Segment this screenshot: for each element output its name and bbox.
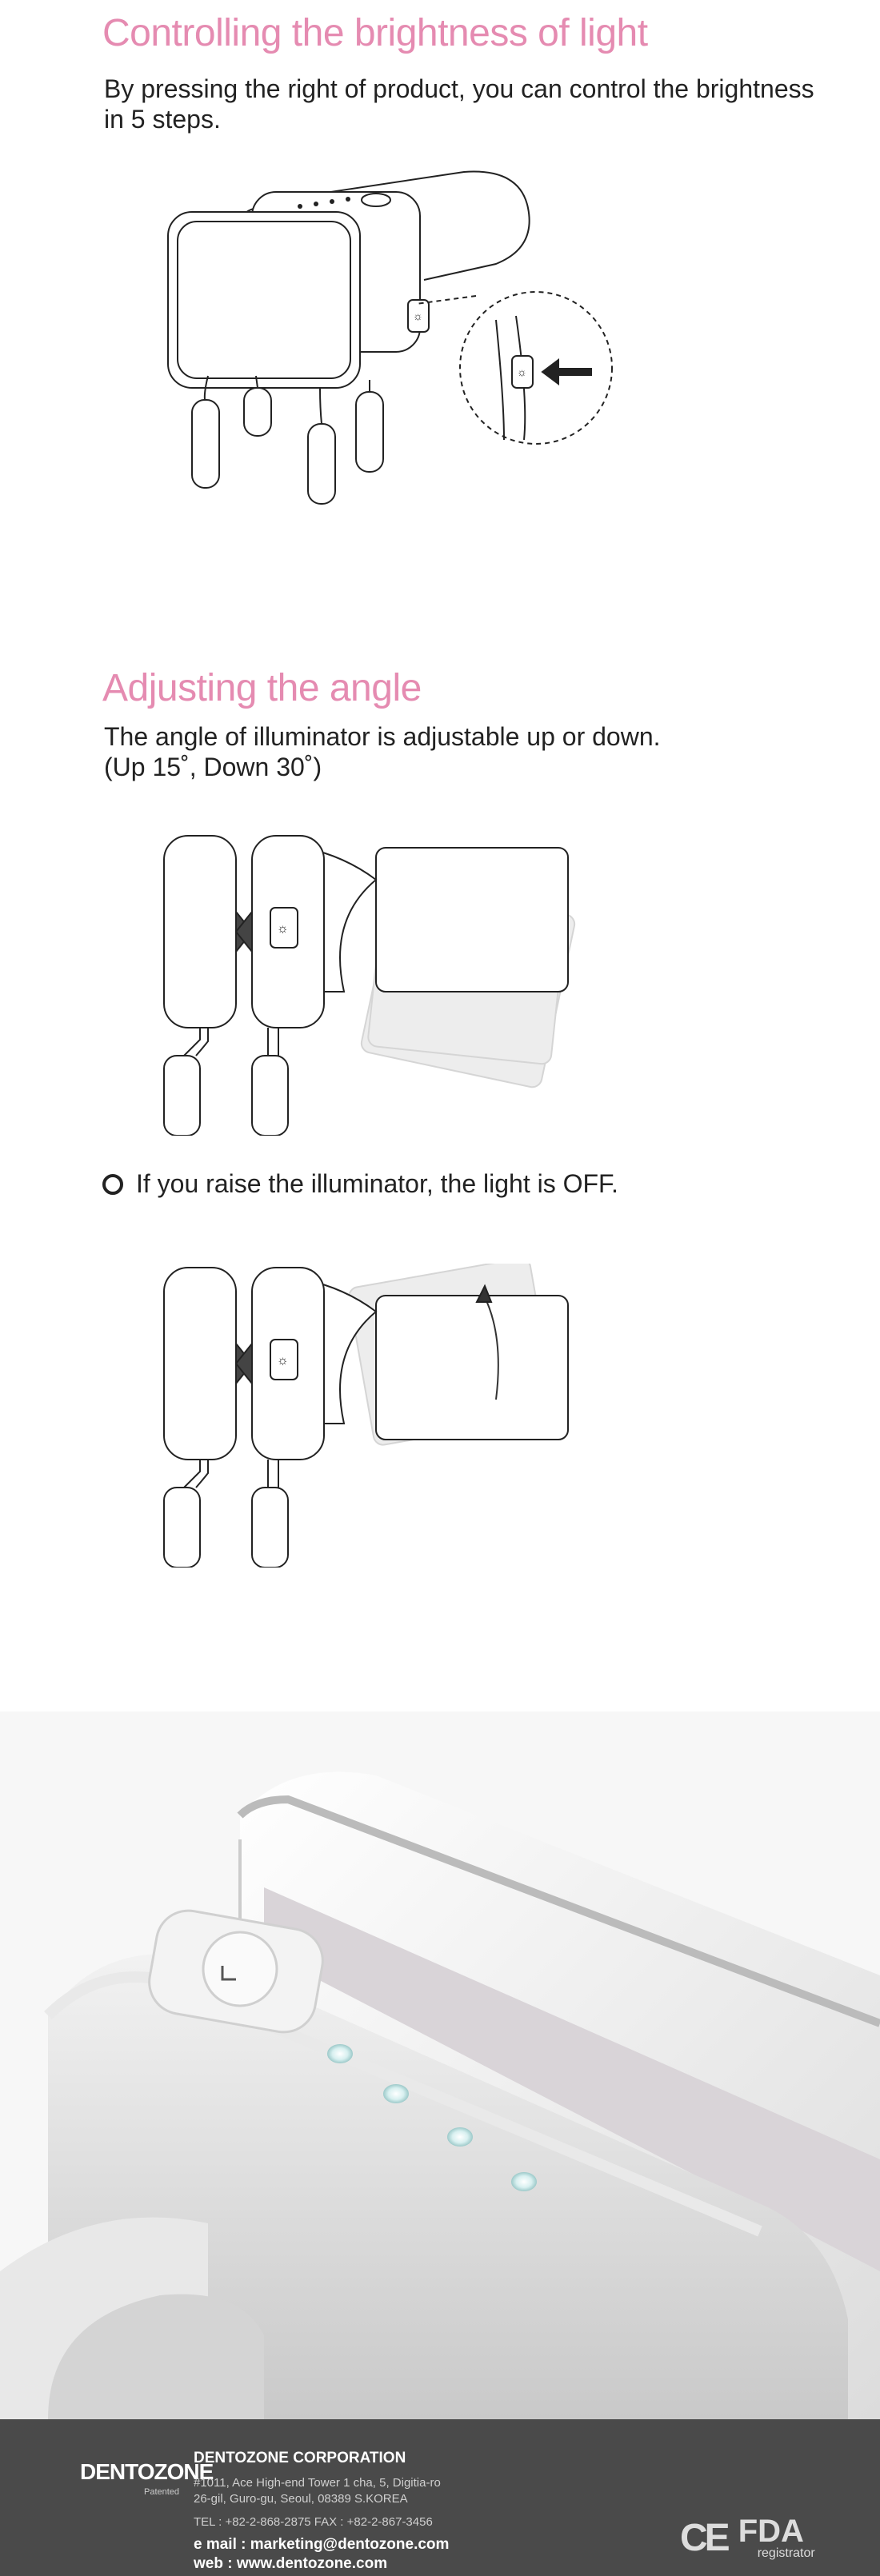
fda-text: FDA (738, 2514, 804, 2549)
svg-text:☼: ☼ (277, 922, 289, 936)
svg-text:☼: ☼ (413, 310, 423, 322)
logo-patented: Patented (144, 2487, 180, 2497)
angle-description-line1: The angle of illuminator is adjustable u… (104, 722, 661, 751)
email-link[interactable]: e mail : marketing@dentozone.com (194, 2536, 450, 2553)
certifications: CE FDA registrator (680, 2515, 815, 2560)
fda-mark: FDA registrator (738, 2515, 815, 2560)
svg-text:☼: ☼ (517, 365, 527, 378)
angle-illustration: ☼ (160, 832, 608, 1136)
footer: DENTOZONE Patented DENTOZONE CORPORATION… (0, 2419, 880, 2576)
svg-text:☼: ☼ (277, 1354, 289, 1368)
dentozone-logo: DENTOZONE (80, 2459, 214, 2484)
address-line1: #1011, Ace High-end Tower 1 cha, 5, Digi… (194, 2476, 441, 2490)
company-name: DENTOZONE CORPORATION (194, 2450, 406, 2466)
web-link[interactable]: web : www.dentozone.com (194, 2555, 388, 2572)
angle-note-text: If you raise the illuminator, the light … (136, 1169, 618, 1198)
brightness-title: Controlling the brightness of light (102, 12, 648, 54)
raise-illustration: ☼ (160, 1264, 608, 1568)
company-address: #1011, Ace High-end Tower 1 cha, 5, Digi… (194, 2475, 530, 2507)
angle-title: Adjusting the angle (102, 667, 422, 709)
ce-mark: CE (680, 2516, 730, 2559)
angle-note: If you raise the illuminator, the light … (102, 1169, 618, 1199)
product-photo (0, 1711, 880, 2419)
address-line2: 26-gil, Guro-gu, Seoul, 08389 S.KOREA (194, 2492, 408, 2506)
circle-icon (102, 1173, 123, 1195)
brightness-description: By pressing the right of product, you ca… (104, 74, 814, 134)
tel-fax: TEL : +82-2-868-2875 FAX : +82-2-867-345… (194, 2515, 433, 2529)
angle-description-line2: (Up 15˚, Down 30˚) (104, 753, 322, 781)
brightness-illustration: ☼ ☼ (160, 160, 624, 512)
fda-sub-text: registrator (757, 2546, 815, 2560)
